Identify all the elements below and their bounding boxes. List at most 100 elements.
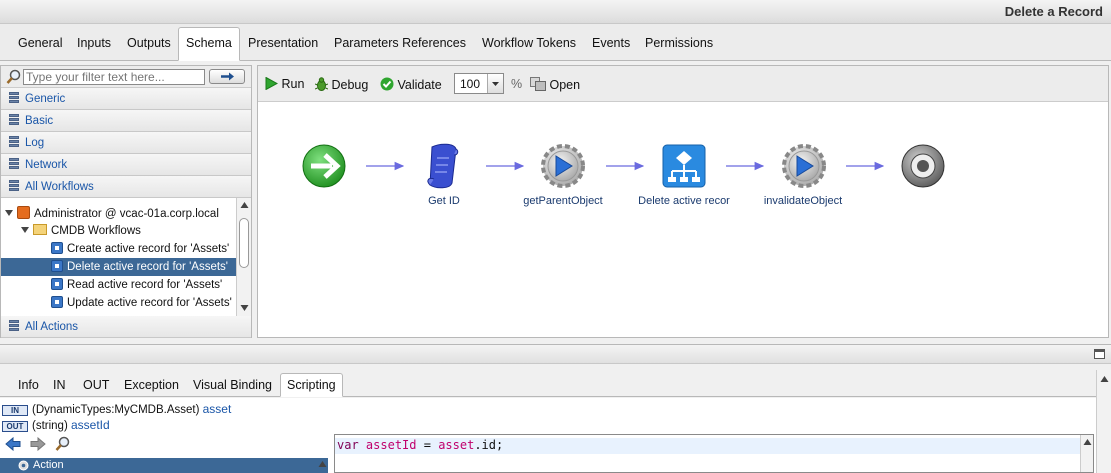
- category-basic[interactable]: Basic: [1, 110, 251, 132]
- folder-icon: [33, 224, 47, 235]
- scroll-up-icon[interactable]: [318, 460, 327, 468]
- scriptable-task-node[interactable]: [427, 143, 459, 189]
- category-label: Basic: [25, 115, 54, 127]
- expand-triangle-icon[interactable]: [5, 210, 13, 216]
- category-generic[interactable]: Generic: [1, 88, 251, 110]
- tree-node-server[interactable]: Administrator @ vcac-01a.corp.local: [5, 204, 219, 222]
- zoom-select[interactable]: 100: [454, 73, 504, 94]
- tree-item-read[interactable]: Read active record for 'Assets': [51, 276, 222, 294]
- node-label-get-parent-object: getParentObject: [523, 195, 603, 207]
- tab-general[interactable]: General: [18, 36, 63, 50]
- node-label-invalidate-object: invalidateObject: [763, 195, 843, 207]
- filter-row: [1, 66, 251, 88]
- start-node[interactable]: [302, 144, 346, 188]
- scripting-panel: IN(DynamicTypes:MyCMDB.Asset) asset OUT(…: [0, 398, 1111, 473]
- workflow-icon: [51, 260, 63, 272]
- palette-panel: Generic Basic Log Network All Workflows …: [0, 65, 252, 338]
- script-object: asset: [438, 438, 475, 452]
- action-list-selected[interactable]: Action: [0, 458, 328, 473]
- tab-scripting[interactable]: Scripting: [280, 373, 343, 397]
- script-keyword: var: [337, 438, 359, 452]
- out-badge-icon: OUT: [2, 421, 28, 432]
- tree-scroll-thumb[interactable]: [239, 218, 249, 268]
- tree-item-delete[interactable]: Delete active record for 'Assets': [1, 258, 236, 276]
- back-arrow-icon[interactable]: [5, 437, 21, 451]
- search-icon[interactable]: [55, 436, 71, 452]
- title-bar: Delete a Record: [0, 0, 1111, 24]
- validate-button[interactable]: Validate: [380, 77, 442, 92]
- item-tab-strip: Info IN OUT Exception Visual Binding Scr…: [0, 364, 1111, 397]
- open-document-icon: [530, 77, 546, 91]
- tab-visual-binding[interactable]: Visual Binding: [193, 378, 272, 392]
- expand-triangle-icon[interactable]: [21, 227, 29, 233]
- stack-icon: [9, 180, 19, 193]
- tab-events[interactable]: Events: [592, 36, 631, 50]
- tab-inputs[interactable]: Inputs: [77, 36, 112, 50]
- tab-permissions[interactable]: Permissions: [645, 36, 714, 50]
- action-node-gear-icon[interactable]: [782, 144, 826, 188]
- script-scrollbar[interactable]: [1080, 435, 1093, 472]
- category-all-workflows[interactable]: All Workflows: [1, 176, 251, 198]
- tree-scrollbar[interactable]: [236, 198, 251, 316]
- workflow-icon: [51, 278, 63, 290]
- category-label: Log: [25, 137, 45, 149]
- forward-arrow-icon[interactable]: [30, 437, 46, 451]
- scroll-up-icon[interactable]: [1083, 438, 1092, 446]
- workflow-diagram: [302, 143, 945, 189]
- panel-divider[interactable]: [0, 344, 1111, 364]
- category-network[interactable]: Network: [1, 154, 251, 176]
- filter-input[interactable]: [23, 69, 205, 85]
- node-label-delete-active-record: Delete active recor: [638, 195, 730, 207]
- check-circle-icon: [380, 77, 394, 91]
- tab-schema[interactable]: Schema: [178, 27, 240, 61]
- server-icon: [17, 206, 30, 219]
- bottom-panel-scrollbar[interactable]: [1096, 370, 1111, 473]
- category-label: All Actions: [25, 321, 79, 333]
- editor-tab-strip: General Inputs Outputs Schema Presentati…: [0, 24, 1111, 61]
- script-editor[interactable]: var assetId = asset.id;: [334, 434, 1094, 473]
- stack-icon: [9, 158, 19, 171]
- tab-workflow-tokens[interactable]: Workflow Tokens: [482, 36, 577, 50]
- input-param-name: asset: [202, 402, 232, 416]
- tab-outputs[interactable]: Outputs: [127, 36, 171, 50]
- action-node-gear-icon[interactable]: [541, 144, 585, 188]
- tab-exception[interactable]: Exception: [124, 378, 179, 392]
- category-log[interactable]: Log: [1, 132, 251, 154]
- workflow-tree: Administrator @ vcac-01a.corp.local CMDB…: [1, 198, 236, 316]
- category-label: Generic: [25, 93, 66, 105]
- tab-in[interactable]: IN: [53, 378, 66, 392]
- workflow-node-icon[interactable]: [662, 144, 706, 188]
- tab-parameters-references[interactable]: Parameters References: [334, 36, 467, 50]
- tree-node-folder[interactable]: CMDB Workflows: [21, 222, 141, 240]
- tree-item-update[interactable]: Update active record for 'Assets': [51, 294, 232, 312]
- script-line-1[interactable]: var assetId = asset.id;: [335, 438, 1080, 454]
- tab-presentation[interactable]: Presentation: [248, 36, 319, 50]
- maximize-icon[interactable]: [1094, 349, 1106, 360]
- output-param-name: assetId: [70, 418, 110, 432]
- chevron-down-icon[interactable]: [487, 74, 503, 93]
- run-button[interactable]: Run: [265, 76, 304, 91]
- output-binding-row[interactable]: OUT(string) assetId: [2, 418, 110, 432]
- input-binding-row[interactable]: IN(DynamicTypes:MyCMDB.Asset) asset: [2, 402, 231, 416]
- category-label: Network: [25, 159, 68, 171]
- stack-icon: [9, 114, 19, 127]
- end-node[interactable]: [901, 144, 945, 188]
- window-title: Delete a Record: [1004, 4, 1103, 19]
- debug-button[interactable]: Debug: [314, 77, 368, 92]
- tree-item-create[interactable]: Create active record for 'Assets': [51, 240, 233, 258]
- script-variable: assetId: [365, 438, 417, 452]
- script-property: .id;: [474, 438, 504, 452]
- in-badge-icon: IN: [2, 405, 28, 416]
- search-icon: [6, 69, 21, 84]
- category-all-actions[interactable]: All Actions: [1, 316, 251, 338]
- open-button[interactable]: Open: [530, 77, 580, 92]
- workflow-icon: [51, 242, 63, 254]
- scroll-down-icon[interactable]: [240, 304, 249, 312]
- tab-out[interactable]: OUT: [83, 378, 110, 392]
- tab-info[interactable]: Info: [18, 378, 39, 392]
- schema-toolbar: Run Debug Validate 100 %: [258, 66, 1108, 102]
- scroll-up-icon[interactable]: [1100, 375, 1109, 383]
- filter-go-button[interactable]: [209, 69, 245, 84]
- scroll-up-icon[interactable]: [240, 201, 249, 209]
- schema-editor: Run Debug Validate 100 %: [257, 65, 1109, 338]
